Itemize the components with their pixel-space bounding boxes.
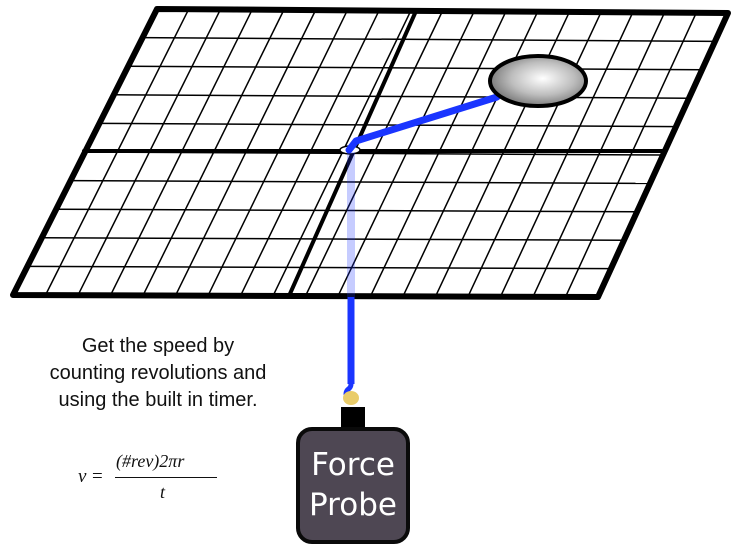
formula-denominator: t — [160, 482, 166, 502]
caption-line-3: using the built in timer. — [58, 389, 258, 411]
caption-line-2: counting revolutions and — [49, 362, 267, 384]
force-probe: Force Probe — [296, 427, 410, 544]
table-border — [10, 6, 731, 300]
grid-row-line — [41, 237, 625, 241]
string-on-table — [345, 93, 501, 154]
probe-connector — [341, 407, 365, 429]
probe-label-line-1: Force — [311, 447, 395, 483]
formula-lhs: v — [78, 466, 87, 487]
formula-equals: = — [92, 466, 103, 487]
grid-row-line — [113, 94, 690, 99]
probe-label-line-2: Probe — [309, 487, 397, 523]
formula-numerator: (#rev)2πr — [116, 451, 185, 471]
grid-row-line — [99, 122, 677, 128]
formula-fraction-bar — [115, 477, 217, 478]
caption-line-1: Get the speed by — [81, 335, 235, 357]
caption-text: Get the speed by counting revolutions an… — [18, 333, 298, 414]
puck — [488, 54, 588, 108]
grid-row-line — [70, 179, 651, 185]
probe-clip — [343, 391, 359, 405]
speed-formula: v = (#rev)2πr t — [78, 449, 228, 509]
grid-row-line — [142, 36, 716, 43]
grid-row-line — [56, 208, 638, 213]
grid-row-line — [27, 265, 612, 270]
grid-row-line — [128, 65, 703, 71]
